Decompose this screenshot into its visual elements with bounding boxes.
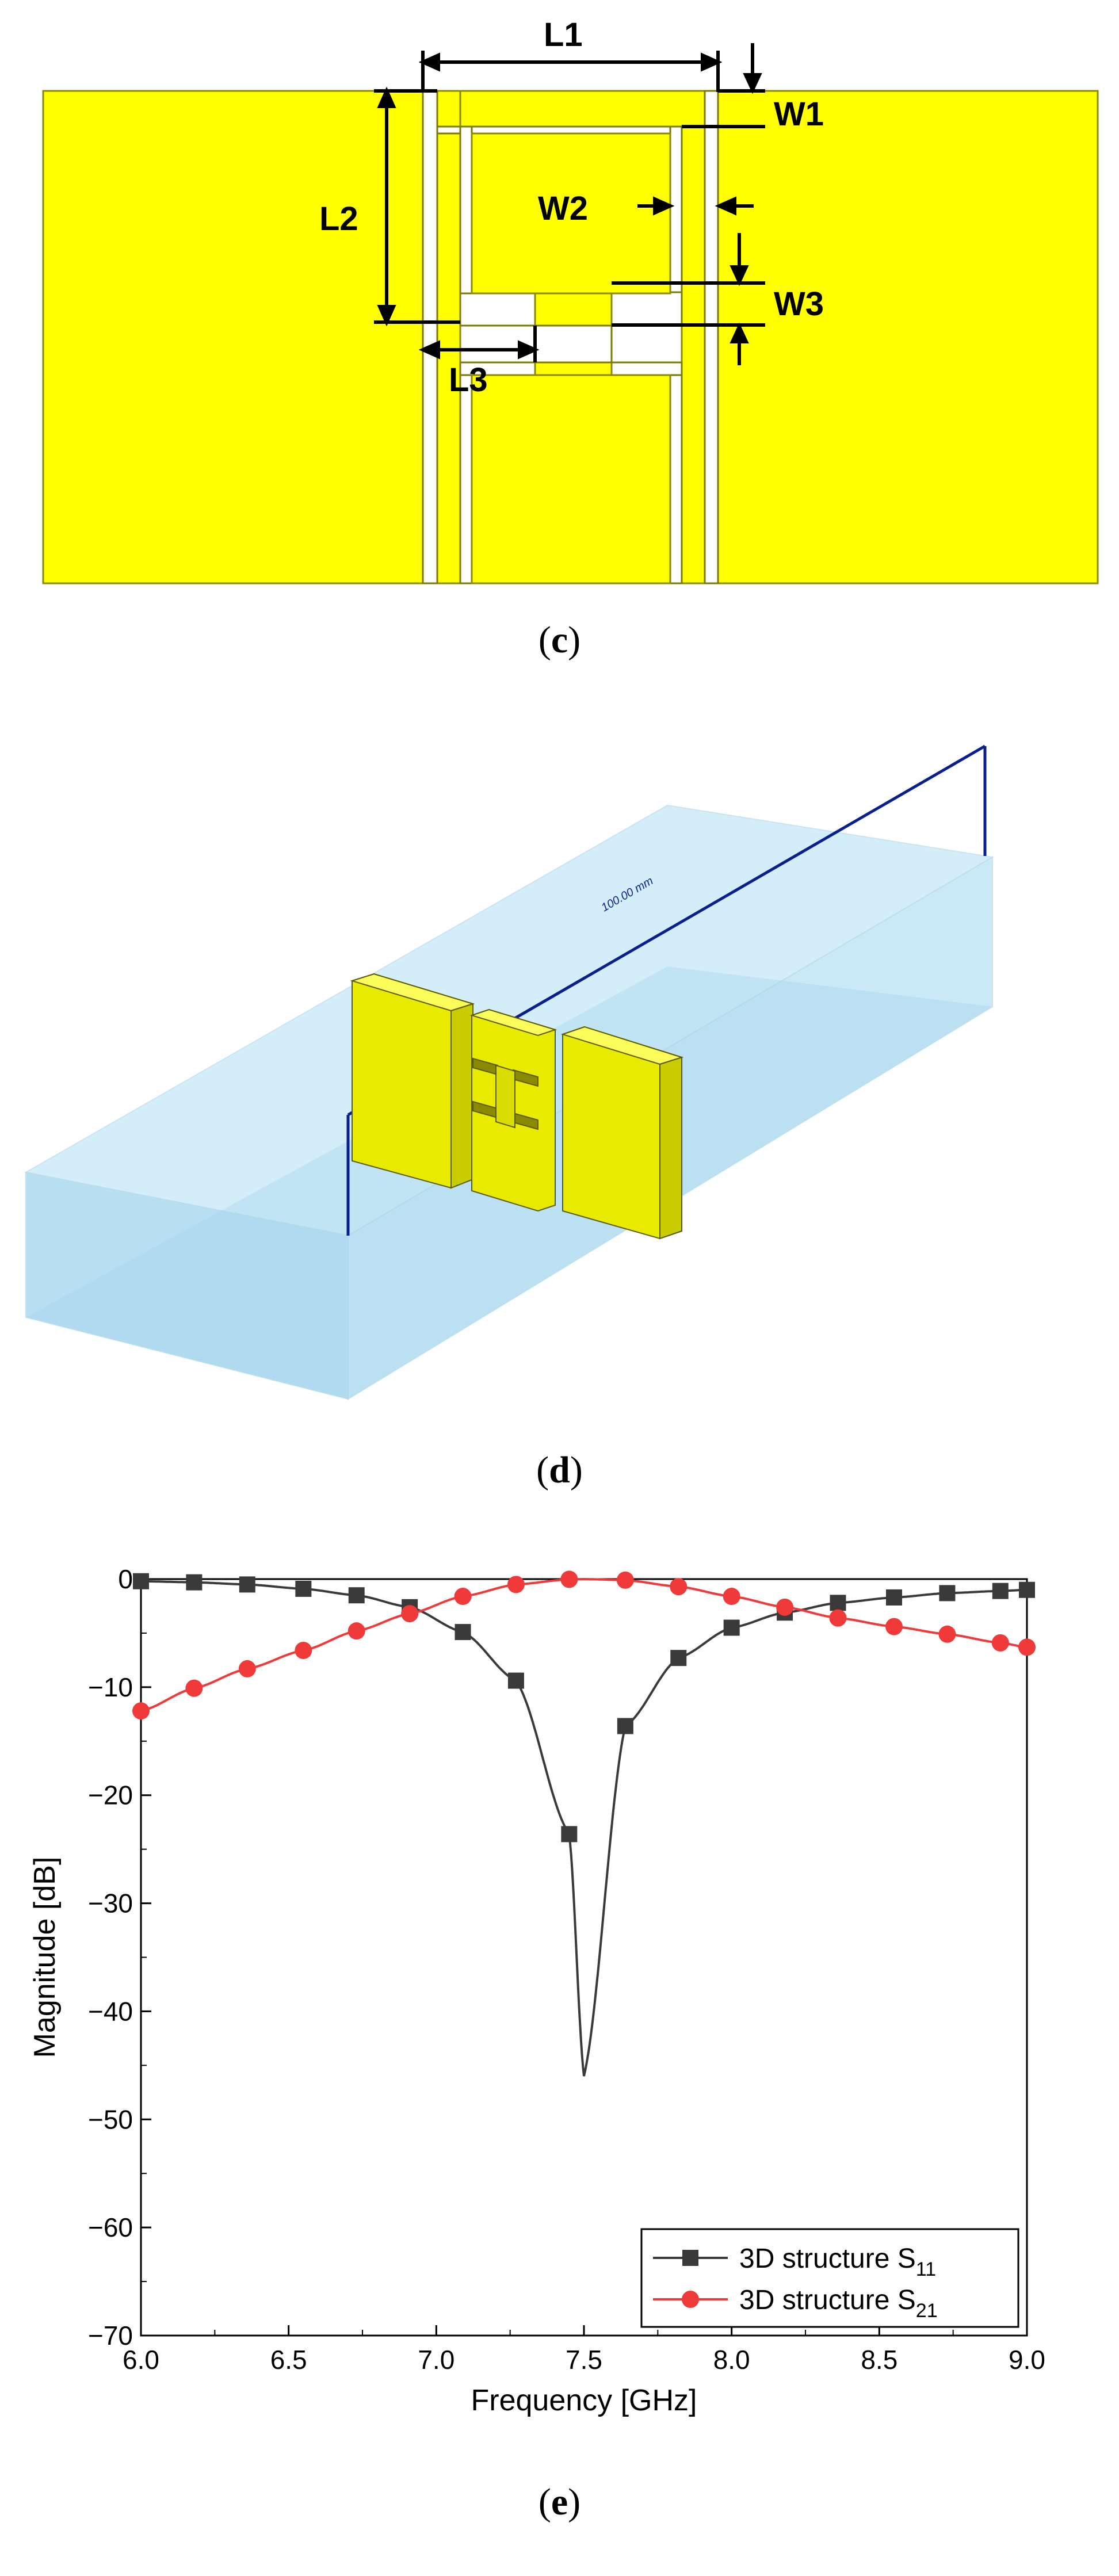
caption-c: (c) — [538, 619, 581, 661]
y-tick-label: −50 — [88, 2104, 133, 2134]
y-tick-label: 0 — [118, 1564, 133, 1594]
label-L2: L2 — [319, 200, 358, 238]
x-axis-label: Frequency [GHz] — [471, 2384, 697, 2417]
dimension-labels: L1 L2 L3 W1 W2 W3 — [319, 16, 824, 399]
3d-structure-view: 100.00 mm — [24, 744, 994, 1400]
plot-frame — [140, 1578, 1028, 2337]
panel-d: 100.00 mm — [0, 725, 1119, 1421]
data-point — [347, 1622, 365, 1640]
slot-gap-top — [436, 125, 683, 135]
axes: 6.0 6.5 7.0 7.5 8.0 8.5 9.0 0 −10 −20 −30 −40 −50 −60… — [28, 1564, 1045, 2417]
metal-resonator-3d — [350, 973, 684, 1240]
data-point — [670, 1650, 687, 1667]
slot-gap-right — [704, 90, 719, 584]
label-W2: W2 — [538, 190, 588, 227]
panel-c: L1 L2 L3 W1 W2 W3 — [0, 0, 1119, 598]
y-tick-label: −20 — [88, 1780, 133, 1810]
slot-gap — [422, 90, 438, 584]
data-point — [830, 1595, 846, 1611]
label-W1: W1 — [774, 95, 824, 133]
label-W3: W3 — [774, 285, 824, 323]
legend-box — [640, 2228, 1019, 2328]
slit-structure — [459, 125, 683, 584]
s-parameter-chart: 6.0 6.5 7.0 7.5 8.0 8.5 9.0 0 −10 −20 −30 −40 −50 −60… — [28, 1564, 1045, 2417]
x-tick-label: 7.0 — [418, 2345, 455, 2375]
data-point — [561, 1826, 578, 1843]
data-point — [186, 1574, 203, 1591]
caption-d: (d) — [536, 1449, 583, 1491]
series-0 — [133, 1573, 1035, 2077]
data-point — [295, 1580, 312, 1597]
panel-e: 6.0 6.5 7.0 7.5 8.0 8.5 9.0 0 −10 −20 −30 −40 −50 −60… — [0, 1524, 1119, 2445]
dimension-lines — [374, 43, 765, 365]
legend-entry: 3D structure S21 — [739, 2285, 938, 2322]
data-point — [238, 1660, 256, 1677]
y-tick-label: −40 — [88, 1996, 133, 2026]
x-tick-label: 9.0 — [1009, 2345, 1045, 2375]
resonator-layout-diagram: L1 L2 L3 W1 W2 W3 — [42, 16, 1099, 584]
data-point — [507, 1576, 525, 1593]
data-point — [1018, 1638, 1036, 1656]
data-point — [133, 1573, 149, 1589]
series-1 — [132, 1570, 1036, 1720]
data-point — [348, 1587, 365, 1604]
data-point — [617, 1718, 633, 1734]
data-point — [670, 1578, 688, 1596]
y-tick-label: −70 — [88, 2321, 133, 2350]
series-group — [132, 1570, 1036, 2077]
x-tick-label: 6.5 — [270, 2345, 307, 2375]
y-tick-label: −10 — [88, 1672, 133, 1702]
data-point — [616, 1571, 634, 1589]
label-L1: L1 — [544, 16, 583, 53]
data-point — [239, 1576, 255, 1593]
label-L3: L3 — [449, 361, 488, 399]
data-point — [723, 1588, 740, 1606]
x-tick-label: 7.5 — [566, 2345, 602, 2375]
legend-entry: 3D structure S11 — [739, 2244, 936, 2280]
y-tick-label: −60 — [88, 2212, 133, 2242]
left-metal-pad — [42, 90, 424, 584]
inner-lower-block — [471, 374, 671, 584]
data-point — [401, 1605, 419, 1623]
y-axis-label: Magnitude [dB] — [28, 1857, 62, 2058]
neck-slot — [534, 324, 613, 364]
data-point — [185, 1679, 203, 1697]
right-metal-pad — [717, 90, 1099, 584]
data-point — [132, 1702, 150, 1720]
inner-upper-block — [471, 132, 671, 295]
legend-marker — [682, 2291, 699, 2308]
data-point — [454, 1588, 472, 1606]
data-point — [776, 1598, 794, 1616]
data-point — [560, 1570, 578, 1588]
series-line — [141, 1580, 1027, 2077]
x-tick-label: 6.0 — [123, 2345, 159, 2375]
data-point — [295, 1641, 312, 1659]
data-point — [455, 1624, 471, 1641]
data-point — [886, 1589, 902, 1606]
data-point — [723, 1619, 740, 1636]
data-point — [885, 1618, 903, 1635]
caption-e: (e) — [538, 2481, 581, 2523]
data-point — [507, 1672, 524, 1689]
data-point — [992, 1583, 1009, 1599]
data-point — [991, 1634, 1009, 1652]
x-tick-label: 8.0 — [713, 2345, 750, 2375]
data-point — [829, 1609, 847, 1627]
legend-marker — [682, 2250, 698, 2266]
data-point — [938, 1625, 956, 1643]
series-line — [140, 1578, 1028, 1713]
x-tick-label: 8.5 — [861, 2345, 898, 2375]
data-point — [939, 1585, 956, 1602]
data-point — [1019, 1581, 1035, 1598]
y-tick-label: −30 — [88, 1889, 133, 1918]
legend: 3D structure S11 3D structure S21 — [640, 2228, 1019, 2328]
